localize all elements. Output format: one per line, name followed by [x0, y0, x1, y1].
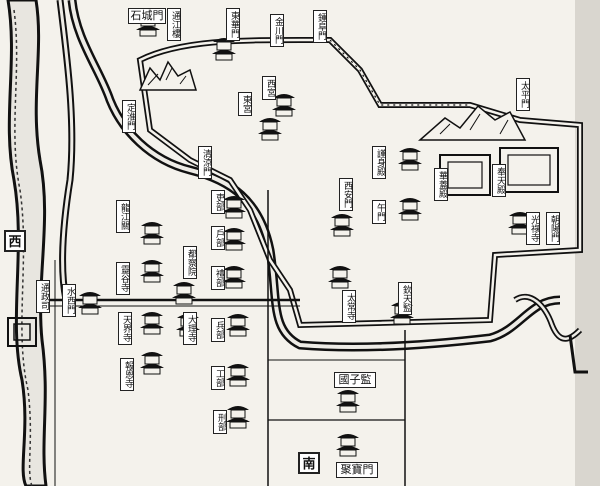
- label-temple-b: 靈谷寺: [116, 262, 130, 295]
- label-ministry-a: 吏部: [211, 190, 225, 214]
- pavilion-icon: [330, 214, 354, 237]
- label-ministry-e: 工部: [211, 366, 225, 390]
- pavilion-icon: [398, 148, 422, 171]
- pavilion-icon: [140, 352, 164, 375]
- pavilion-icon: [272, 94, 296, 117]
- label-palace-left: 東宮: [238, 92, 252, 116]
- label-office-a: 都察院: [183, 246, 197, 279]
- label-hall-b: 奉天殿: [492, 164, 506, 197]
- label-north-gate-a: 東華門: [226, 8, 240, 41]
- label-palace-right: 西宮: [262, 76, 276, 100]
- pavilion-icon: [328, 266, 352, 289]
- pavilion-icon: [226, 314, 250, 337]
- label-north-top-hall: 通江樓: [167, 8, 181, 41]
- pavilion-icon: [222, 266, 246, 289]
- label-west-wall-gate: 定淮門: [122, 100, 136, 133]
- label-north-gate-c: 鍾阜門: [313, 10, 327, 43]
- label-north-gate-b: 金川門: [270, 14, 284, 47]
- pavilion-icon: [398, 198, 422, 221]
- west-river-hatch: [13, 9, 33, 486]
- label-ministry-d: 兵部: [211, 318, 225, 342]
- pavilion-icon: [78, 292, 102, 315]
- label-temple-d: 報恩寺: [120, 358, 134, 391]
- label-hall-a: 華蓋殿: [434, 168, 448, 201]
- pavilion-icon: [140, 312, 164, 335]
- pavilion-icon: [226, 364, 250, 387]
- pavilion-icon: [140, 260, 164, 283]
- direction-west: 西: [4, 230, 26, 252]
- pavilion-icon: [336, 434, 360, 457]
- label-yard-a: 欽天監: [398, 282, 412, 315]
- label-ministry-f: 刑部: [213, 410, 227, 434]
- label-yard-b: 太常寺: [342, 290, 356, 323]
- west-river: [6, 0, 48, 486]
- label-temple-a: 龍江關: [116, 200, 130, 233]
- label-west-gate: 水西門: [62, 284, 76, 317]
- label-temple-c: 天界寺: [118, 312, 132, 345]
- pavilion-icon: [172, 282, 196, 305]
- pavilion-icon: [226, 406, 250, 429]
- west-gate-tower: [7, 317, 37, 347]
- direction-south: 南: [298, 452, 320, 474]
- east-mountain: [418, 104, 527, 141]
- inner-river-center: [70, 0, 561, 350]
- label-yard-c: 光祿寺: [526, 212, 540, 245]
- pavilion-icon: [222, 228, 246, 251]
- label-xi-an-men: 西安門: [339, 178, 353, 211]
- label-office-c: 通政司: [36, 280, 50, 313]
- label-office-b: 大理寺: [183, 312, 197, 345]
- label-ministry-b: 戶部: [211, 226, 225, 250]
- wall-crenels: [329, 39, 470, 106]
- pavilion-icon: [222, 196, 246, 219]
- pavilion-icon: [258, 118, 282, 141]
- label-inner-gate: 清涼門: [198, 146, 212, 179]
- label-east-gate: 朝陽門: [546, 212, 560, 245]
- pavilion-icon: [336, 390, 360, 413]
- label-ministry-c: 禮部: [211, 266, 225, 290]
- label-south-hall-a: 國子監: [334, 372, 376, 388]
- label-hall-c: 謹身殿: [372, 146, 386, 179]
- label-far-left-gate: 石城門: [128, 8, 166, 24]
- label-northeast-gate: 太平門: [516, 78, 530, 111]
- label-south-hall-b: 聚寶門: [336, 462, 378, 478]
- label-wu-men: 午門: [372, 200, 386, 224]
- pavilion-icon: [140, 222, 164, 245]
